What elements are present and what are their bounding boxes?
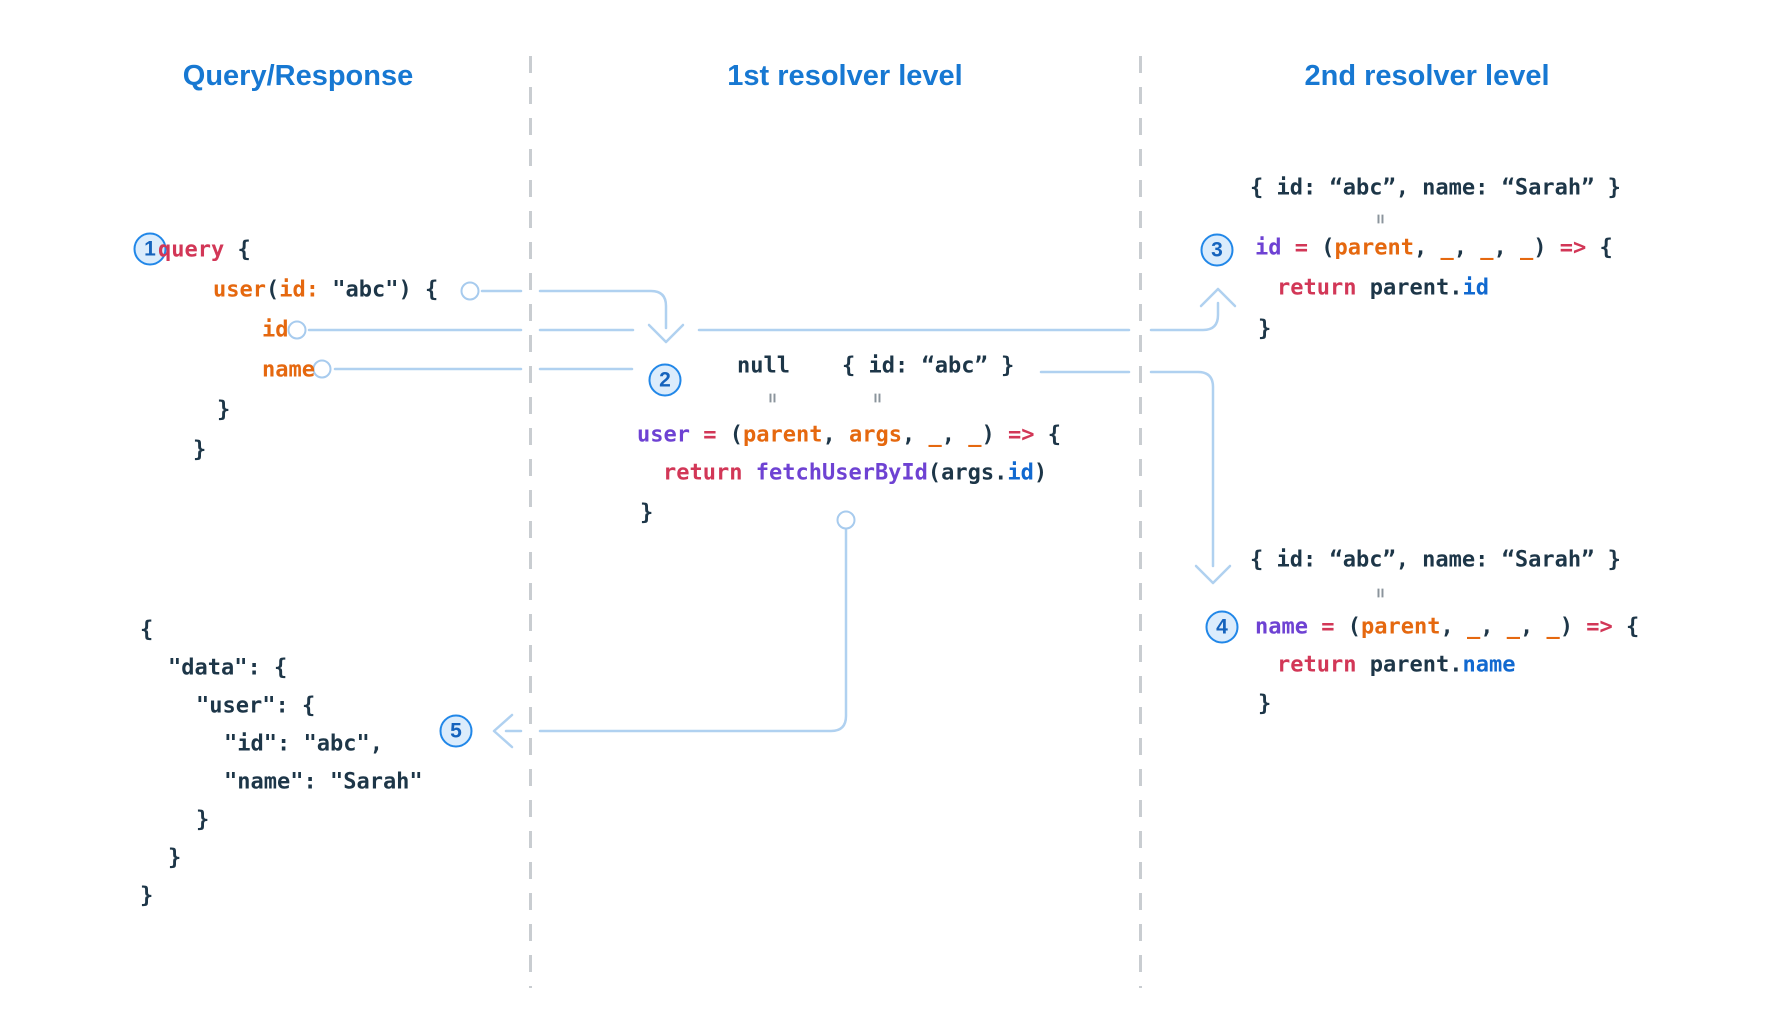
code-line: } [1258,316,1272,342]
wire-user-field [480,289,668,330]
field-connector-dot-user [460,281,480,301]
field-connector-dot-id [287,320,307,340]
wire-id-field [307,301,1220,332]
step-badge-4: 4 [1205,610,1239,644]
code-line: "id": "abc", [224,731,383,757]
code-line: return parent.id [1277,275,1489,301]
code-line: } [640,500,654,526]
field-connector-dot-name [312,359,332,379]
column-header-first-resolver: 1st resolver level [727,60,963,92]
arrowhead-left-response [492,713,514,749]
code-line: user(id: "abc") { [213,277,439,303]
arrowhead-down-resolver4 [1194,564,1232,585]
code-line: return fetchUserById(args.id) [663,460,1048,486]
column-header-second-resolver: 2nd resolver level [1304,60,1550,92]
code-line: } [196,807,210,833]
column-header-query-response: Query/Response [182,60,414,92]
parent-value: { id: “abc”, name: “Sarah” } [1250,175,1621,201]
wire-return-result [504,528,848,733]
resolver-output-connector-dot [836,510,856,530]
code-line: query { [158,237,251,263]
code-line: id [262,317,289,343]
step-badge-3: 3 [1200,233,1234,267]
code-line: } [140,883,154,909]
code-line: { [140,617,154,643]
step-badge-5: 5 [439,714,473,748]
code-line: name [262,357,315,383]
code-line: name = (parent, _, _, _) => { [1255,614,1640,640]
parent-value: null [737,353,790,379]
code-line: id = (parent, _, _, _) => { [1255,235,1613,261]
code-line: "name": "Sarah" [224,769,423,795]
parent-value: { id: “abc”, name: “Sarah” } [1250,547,1621,573]
equals-mark: = [1370,213,1390,225]
column-divider-right [1139,56,1142,988]
step-badge-1: 1 [133,232,167,266]
code-line: } [217,397,231,423]
arrowhead-down-resolver2 [647,323,685,344]
code-line: user = (parent, args, _, _) => { [637,422,1061,448]
equals-mark: = [1370,587,1390,599]
args-value: { id: “abc” } [842,353,1015,379]
equals-mark: = [762,392,782,404]
equals-mark: = [867,392,887,404]
arrowhead-up-resolver3 [1199,287,1237,308]
code-line: "user": { [196,693,316,719]
column-divider-left [529,56,532,988]
code-line: } [1258,691,1272,717]
code-line: return parent.name [1277,652,1516,678]
step-badge-2: 2 [648,363,682,397]
code-line: "data": { [168,655,288,681]
code-line: } [193,437,207,463]
code-line: } [168,845,182,871]
wire-args-object [1039,370,1215,568]
